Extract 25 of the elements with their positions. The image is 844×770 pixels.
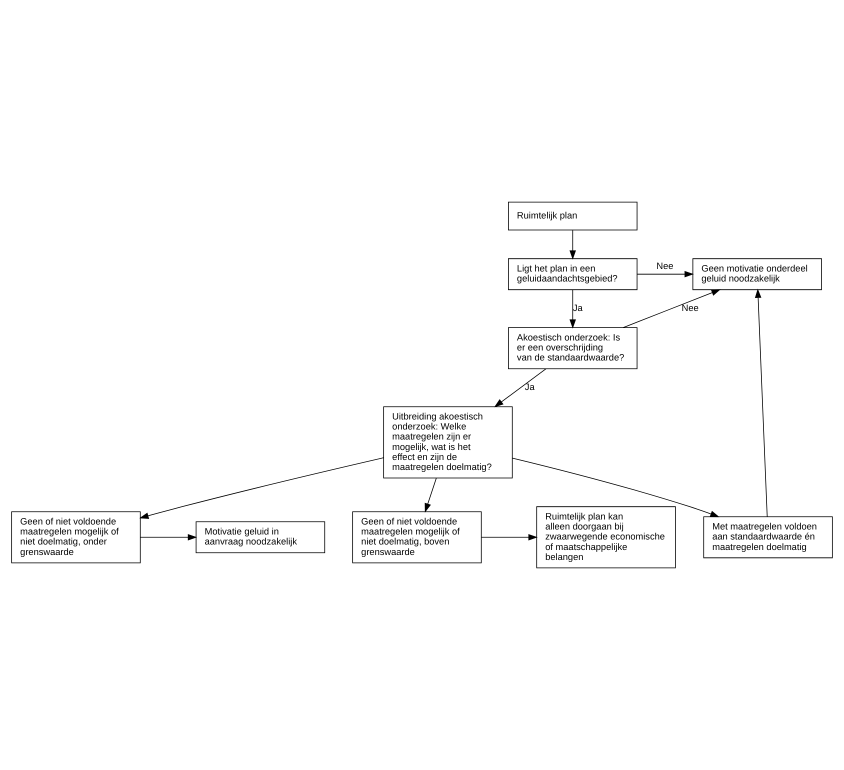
edge-label: Ja xyxy=(524,382,535,392)
arrow xyxy=(512,458,720,518)
node-box: Met maatregelen voldoen aan standaardwaarde én maatregelen doelmatig xyxy=(703,516,833,558)
edge-label: Ja xyxy=(572,303,583,314)
arrow xyxy=(140,534,198,541)
arrow xyxy=(622,289,721,328)
arrow xyxy=(424,478,437,513)
node-box: Geen of niet voldoende maatregelen mogelijk of niet doelmatig, onder grenswaarde xyxy=(11,511,141,564)
arrow xyxy=(636,270,694,278)
node-box: Geen motivatie onderdeel geluid noodzakelijk xyxy=(692,258,822,290)
edge-label: Nee xyxy=(656,261,674,272)
node-box: Ruimtelijk plan xyxy=(508,202,638,230)
arrow xyxy=(754,288,768,518)
node-box: Ligt het plan in een geluidaandachtsgebied? xyxy=(508,258,638,290)
arrow xyxy=(569,230,576,260)
edge-label: Nee xyxy=(682,303,699,314)
node-box: Motivatie geluid in aanvraag noodzakelijk xyxy=(196,521,326,554)
arrow xyxy=(494,368,546,408)
node-box: Geen of niet voldoende maatregelen mogelijk of niet doelmatig, boven grenswaarde xyxy=(352,511,482,564)
node-box: Akoestisch onderzoek: Is er een overschrijding van de standaardwaarde? xyxy=(508,327,638,370)
arrow xyxy=(139,457,384,519)
arrow xyxy=(481,534,538,541)
node-box: Uitbreiding akoestisch onderzoek: Welke maatregelen zijn er mogelijk, wat is het effect en zijn de maatregelen doelmatig? xyxy=(383,406,513,478)
node-box: Ruimtelijk plan kan alleen doorgaan bij zwaarwegende economische of maatschappelijke belangen xyxy=(536,506,676,568)
arrow xyxy=(569,290,576,329)
